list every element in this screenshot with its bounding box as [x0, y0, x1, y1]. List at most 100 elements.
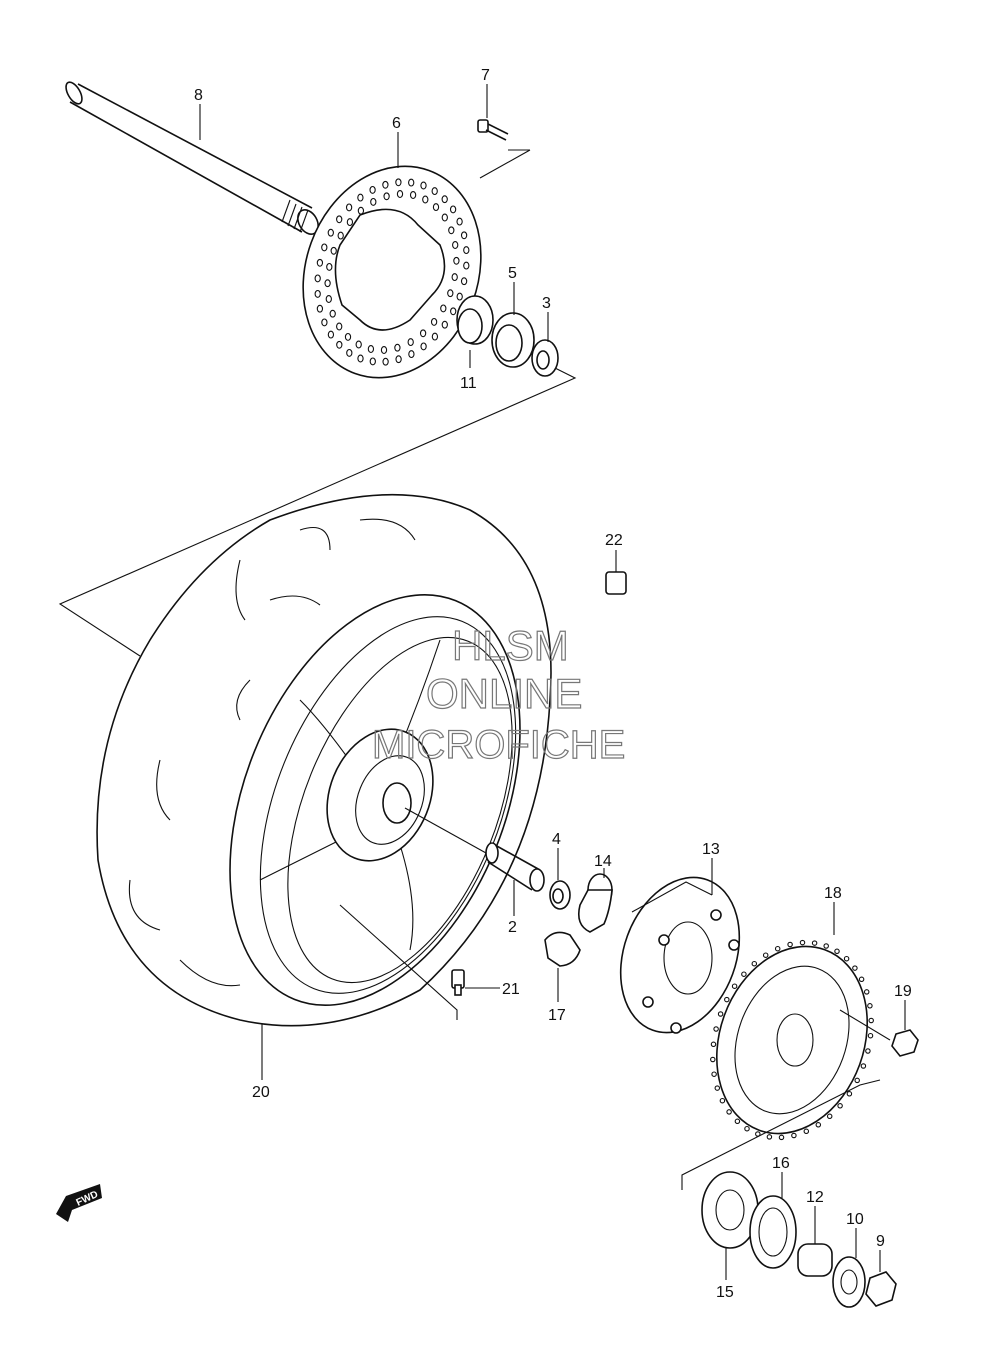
disc-hole: [370, 197, 377, 206]
sprocket-tooth: [863, 989, 870, 995]
valve-part-21: [339, 904, 465, 1020]
bolt-part-7: [477, 119, 509, 141]
disc-hole: [463, 261, 470, 270]
sprocket-tooth: [726, 1109, 732, 1115]
disc-hole: [452, 241, 459, 249]
sprocket-tooth: [731, 983, 738, 989]
callout-11: 11: [460, 375, 477, 392]
disc-hole: [369, 357, 376, 366]
disc-hole: [329, 309, 336, 318]
sprocket-carrier-part-13: [619, 876, 741, 1034]
callout-3: 3: [542, 295, 551, 312]
disc-hole: [314, 274, 321, 283]
brake-disc-part-6: [302, 165, 482, 379]
disc-hole: [451, 273, 458, 282]
sprocket-tooth: [766, 1134, 773, 1140]
bearing-part-5: [491, 312, 535, 368]
disc-hole: [357, 354, 364, 363]
sprocket-tooth: [803, 1128, 810, 1135]
sprocket-tooth: [852, 965, 858, 971]
sprocket-tooth: [719, 1097, 726, 1104]
sprocket-tooth: [815, 1122, 822, 1128]
disc-hole: [441, 213, 448, 222]
disc-hole: [394, 343, 401, 352]
watermark-line-1: HLSM: [452, 622, 569, 669]
sprocket-tooth: [811, 940, 818, 946]
disc-hole: [330, 246, 337, 255]
sprocket-tooth: [834, 948, 840, 955]
disc-hole: [324, 279, 331, 288]
sprocket-tooth: [867, 1032, 874, 1039]
sprocket-tooth: [762, 952, 769, 958]
callout-5: 5: [508, 265, 517, 282]
disc-hole: [419, 329, 427, 338]
disc-hole: [456, 217, 463, 226]
disc-hole: [441, 195, 448, 204]
callout-9: 9: [876, 1233, 885, 1250]
bearing-part-3: [531, 339, 559, 377]
disc-hole: [431, 187, 438, 196]
disc-hole: [463, 246, 470, 255]
collar-part-14: [577, 873, 613, 933]
sprocket-tooth: [860, 1063, 867, 1069]
spacer-part-12: [797, 1243, 833, 1277]
disc-hole: [380, 346, 388, 354]
seal-part-11: [456, 295, 494, 345]
disc-hole: [395, 355, 402, 364]
callout-4: 4: [552, 831, 561, 848]
disc-hole: [346, 348, 353, 357]
watermark-line-3: MICROFICHE: [372, 723, 625, 767]
sprocket-tooth: [744, 1125, 750, 1132]
rear-wheel-part-20: [96, 493, 552, 1027]
disc-hole: [440, 304, 447, 313]
sprocket-tooth: [823, 943, 829, 949]
rear-sprocket-part-18: [710, 939, 874, 1141]
disc-hole: [450, 307, 457, 316]
disc-hole: [326, 262, 333, 271]
disc-hole: [321, 318, 328, 327]
sprocket-tooth: [843, 955, 850, 962]
disc-hole: [422, 195, 429, 204]
nut-part-19: [839, 1000, 919, 1057]
disc-hole: [382, 357, 389, 366]
watermark-line-2: ONLINE: [426, 670, 582, 717]
disc-hole: [383, 192, 390, 201]
spacer-part-2: [404, 807, 545, 892]
callout-numbers: 8 6 7 5 3 11 22 2 4 14 13 18 19 17 21 20…: [194, 67, 912, 1301]
disc-hole: [314, 289, 321, 298]
callout-15: 15: [716, 1284, 734, 1301]
watermark: HLSM ONLINE MICROFICHE: [371, 621, 626, 767]
disc-hole: [346, 218, 354, 227]
disc-hole: [407, 338, 414, 347]
callout-13: 13: [702, 841, 720, 858]
sprocket-tooth: [826, 1113, 833, 1120]
sprocket-tooth: [724, 996, 730, 1003]
disc-hole: [441, 320, 448, 329]
axle-part-8: [65, 81, 319, 235]
sprocket-tooth: [846, 1091, 853, 1097]
disc-hole: [395, 178, 402, 187]
sprocket-tooth: [868, 1017, 874, 1024]
sprocket-tooth: [837, 1103, 843, 1109]
leader-lines: [199, 84, 881, 1280]
sprocket-tooth: [858, 976, 865, 983]
disc-hole: [453, 256, 460, 265]
callout-6: 6: [392, 115, 401, 132]
sprocket-tooth: [734, 1118, 741, 1125]
disc-hole: [408, 350, 415, 359]
nut-part-9: [865, 1271, 897, 1307]
disc-hole: [316, 258, 324, 267]
disc-hole: [460, 277, 468, 286]
disc-hole: [431, 332, 439, 341]
sprocket-tooth: [710, 1041, 717, 1048]
disc-hole: [336, 322, 343, 331]
disc-hole: [408, 178, 415, 187]
disc-hole: [327, 228, 334, 237]
disc-hole: [447, 289, 454, 298]
clip-part-22: [605, 571, 627, 595]
disc-hole: [321, 243, 328, 252]
disc-hole: [396, 190, 404, 198]
callout-21: 21: [502, 981, 520, 998]
callout-16: 16: [772, 1155, 790, 1172]
